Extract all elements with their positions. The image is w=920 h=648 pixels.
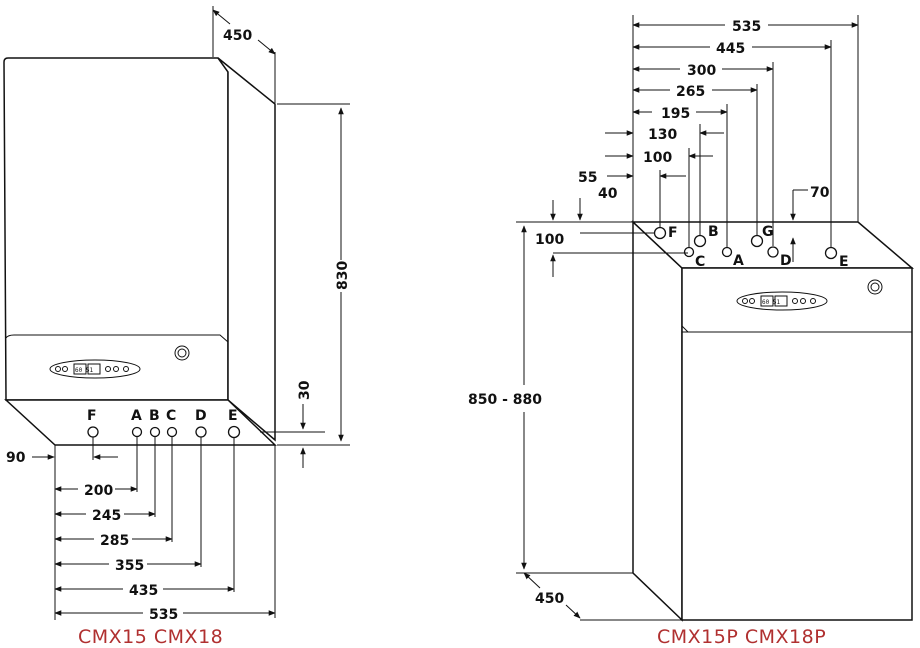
left-model-label: CMX15 CMX18 bbox=[78, 626, 223, 648]
right-pressure-gauge-icon bbox=[867, 279, 883, 295]
right-port-b bbox=[693, 234, 707, 248]
right-label-e: E bbox=[839, 254, 849, 270]
right-port-a bbox=[721, 246, 733, 258]
left-control-panel: 60 51 bbox=[49, 359, 141, 379]
left-display-text: 60 51 bbox=[75, 367, 93, 374]
left-dim-285: 285 bbox=[100, 533, 129, 549]
left-port-d bbox=[195, 426, 207, 438]
right-dim-195: 195 bbox=[661, 106, 690, 122]
right-dim-55: 55 bbox=[578, 170, 597, 186]
right-dim-300: 300 bbox=[687, 63, 716, 79]
right-model-label: CMX15P CMX18P bbox=[657, 626, 826, 648]
right-boiler-drawing: 60 51 F B G C A D E bbox=[468, 15, 915, 648]
left-port-a bbox=[131, 426, 143, 438]
right-depth-100: 100 bbox=[535, 232, 564, 248]
right-dim-130: 130 bbox=[648, 127, 677, 143]
left-label-a: A bbox=[131, 408, 142, 424]
right-control-panel: 60 51 bbox=[736, 291, 828, 311]
left-offset-90: 90 bbox=[6, 450, 26, 466]
right-port-e bbox=[824, 246, 838, 260]
right-label-a: A bbox=[733, 253, 744, 269]
right-boiler-side bbox=[632, 220, 683, 622]
right-boiler-front bbox=[681, 267, 913, 621]
right-label-g: G bbox=[762, 224, 774, 240]
left-label-c: C bbox=[166, 408, 176, 424]
right-label-c: C bbox=[695, 254, 705, 270]
left-dim-435: 435 bbox=[129, 583, 158, 599]
right-dim-265: 265 bbox=[676, 84, 705, 100]
right-port-d bbox=[767, 246, 779, 258]
left-label-e: E bbox=[228, 408, 238, 424]
left-dim-245: 245 bbox=[92, 508, 121, 524]
left-dim-535: 535 bbox=[149, 607, 178, 623]
right-label-d: D bbox=[780, 253, 792, 269]
left-dim-355: 355 bbox=[115, 558, 144, 574]
left-depth-450: 450 bbox=[223, 28, 252, 44]
right-port-f bbox=[653, 226, 667, 240]
left-pressure-gauge-icon bbox=[174, 345, 190, 361]
left-label-d: D bbox=[195, 408, 207, 424]
left-dim-200: 200 bbox=[84, 483, 113, 499]
left-boiler-front bbox=[3, 57, 229, 401]
left-port-f bbox=[87, 426, 99, 438]
left-label-b: B bbox=[149, 408, 160, 424]
right-offset-40: 40 bbox=[598, 186, 618, 202]
left-port-c bbox=[166, 426, 178, 438]
right-dim-535: 535 bbox=[732, 19, 761, 35]
right-label-f: F bbox=[668, 225, 678, 241]
right-offset-70: 70 bbox=[810, 185, 830, 201]
right-dim-445: 445 bbox=[716, 41, 745, 57]
left-label-f: F bbox=[87, 408, 97, 424]
left-boiler-drawing: 60 51 F A B C D E 450 bbox=[3, 6, 351, 648]
right-port-c bbox=[683, 246, 695, 258]
right-depth-450: 450 bbox=[535, 591, 564, 607]
left-port-e bbox=[227, 425, 241, 439]
left-offset-30: 30 bbox=[297, 380, 313, 400]
right-dim-100: 100 bbox=[643, 150, 672, 166]
right-display-text: 60 51 bbox=[762, 299, 780, 306]
left-boiler-side bbox=[217, 57, 276, 442]
right-label-b: B bbox=[708, 224, 719, 240]
right-port-g bbox=[750, 234, 764, 248]
right-height-range: 850 - 880 bbox=[468, 392, 542, 408]
left-height-830: 830 bbox=[335, 261, 351, 290]
left-port-b bbox=[149, 426, 161, 438]
